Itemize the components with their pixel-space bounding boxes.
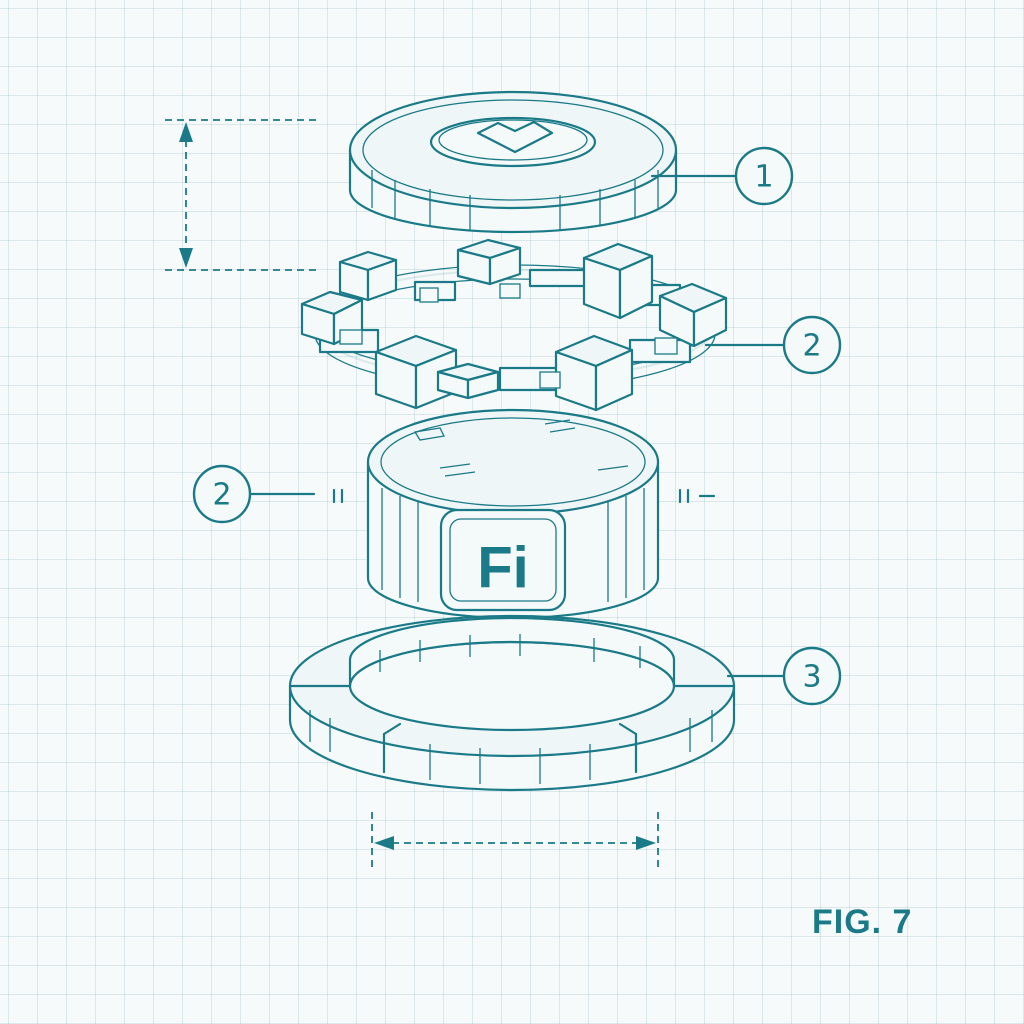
- base-ring: [288, 614, 736, 792]
- callout-2-link-ring: 2: [704, 315, 842, 375]
- horizontal-dimension: [371, 812, 659, 868]
- chain-block: [554, 334, 634, 412]
- vertical-dimension: [165, 119, 320, 271]
- callout-number: 1: [754, 160, 773, 195]
- link-ring: [300, 238, 728, 412]
- callout-2-core: 2: [192, 464, 316, 524]
- callout-3: 3: [726, 646, 842, 706]
- top-cap: [348, 90, 678, 234]
- chain-block: [582, 242, 654, 320]
- fi-badge-text: Fi: [477, 536, 529, 601]
- callout-number: 3: [802, 660, 821, 695]
- callout-1: 1: [650, 146, 794, 206]
- chain-block: [436, 362, 500, 400]
- chain-block: [658, 282, 728, 348]
- dimension-arrow-right-icon: [636, 836, 656, 850]
- chain-block: [374, 334, 458, 410]
- core-cylinder: Fi: [332, 408, 716, 620]
- chain-block: [338, 250, 398, 302]
- callout-number: 2: [802, 329, 821, 364]
- emblem-heart-icon: [476, 120, 554, 154]
- core-side-ticks: [332, 488, 716, 504]
- dimension-arrow-up-icon: [179, 122, 193, 142]
- top-surface-markings: [413, 419, 629, 477]
- fi-badge: [439, 508, 567, 612]
- dimension-arrow-left-icon: [374, 836, 394, 850]
- dimension-arrow-down-icon: [179, 248, 193, 268]
- chain-block: [456, 238, 522, 286]
- callout-number: 2: [212, 478, 231, 513]
- figure-label: FIG. 7: [812, 903, 913, 941]
